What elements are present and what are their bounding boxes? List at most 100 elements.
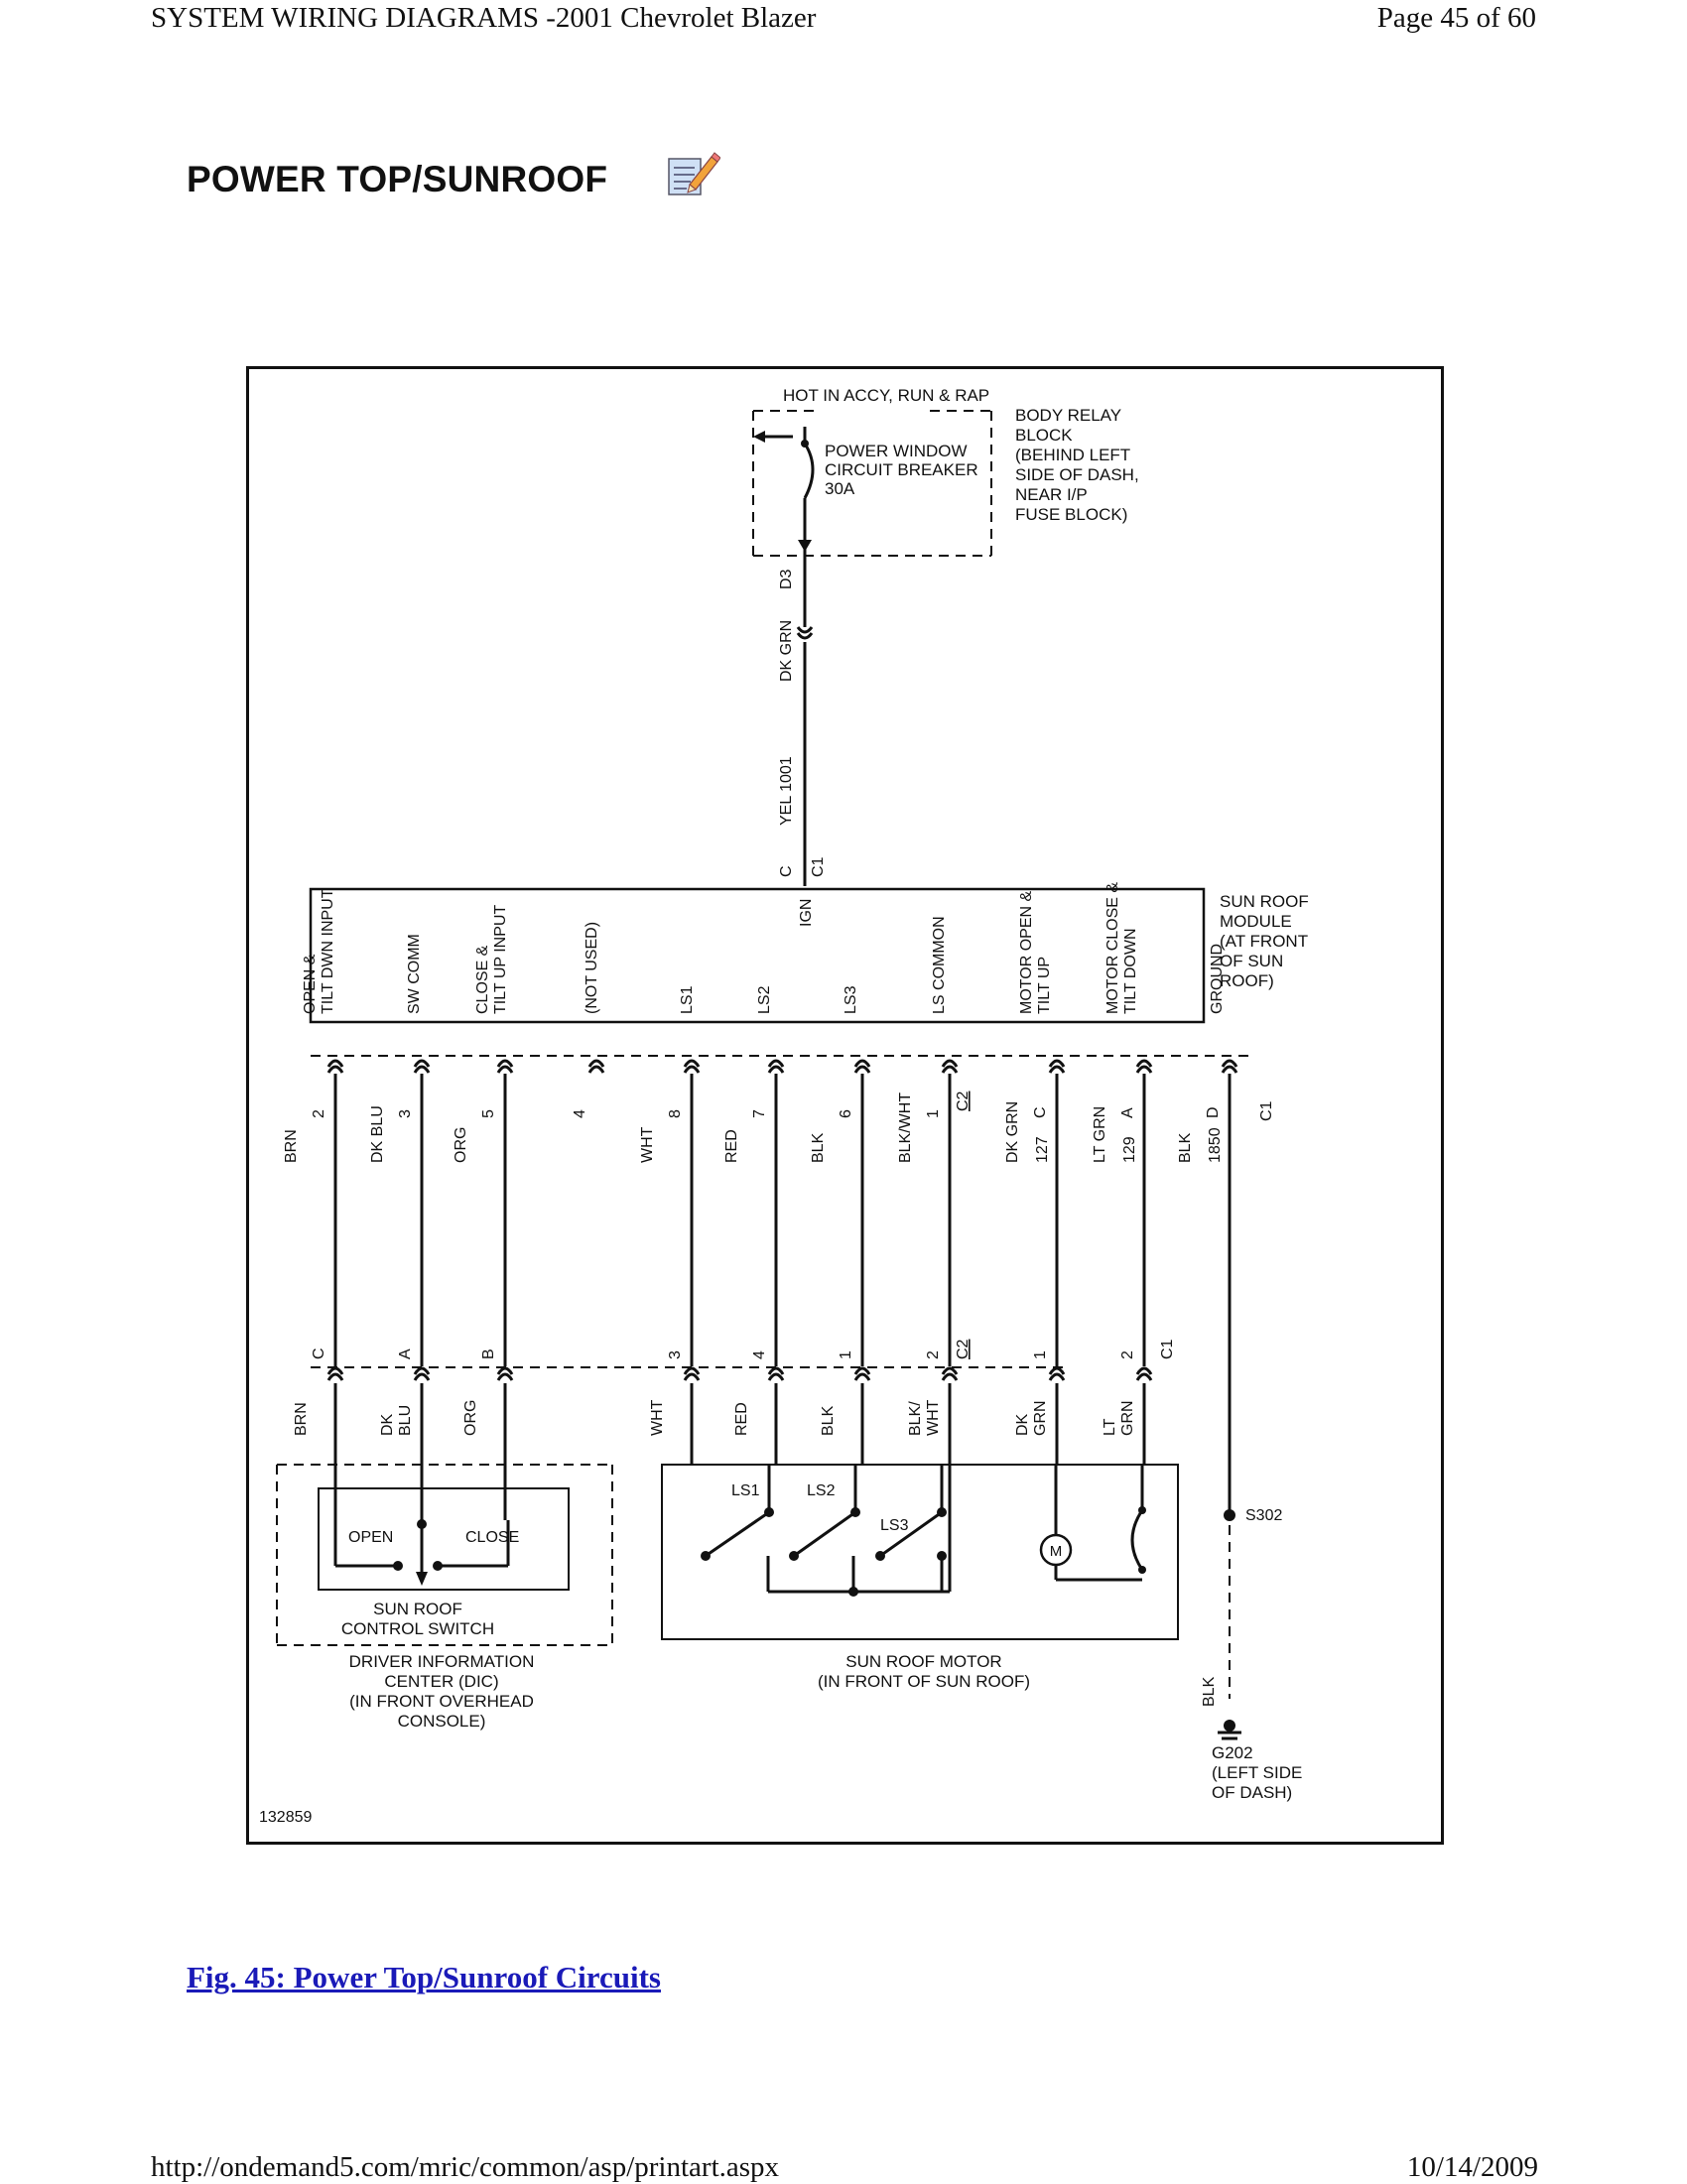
breaker-label: POWER WINDOW xyxy=(825,442,968,460)
module-connector-mark xyxy=(496,1059,514,1068)
end-wire-label: GRN xyxy=(1032,1400,1049,1436)
end-wire-label: LT xyxy=(1102,1418,1118,1436)
breaker-arrow-head xyxy=(753,431,765,443)
ls-blade xyxy=(705,1510,770,1558)
module-connector-mark xyxy=(683,1059,701,1068)
wire-color-label: LT GRN xyxy=(1092,1106,1108,1163)
module-pin-number: 1 xyxy=(925,1109,942,1118)
module-pin-label: SW COMM xyxy=(406,934,423,1014)
far-connector-mark xyxy=(941,1372,959,1381)
relay-block-label: (BEHIND LEFT xyxy=(1015,446,1130,464)
ground-wire-label: BLK xyxy=(1201,1676,1218,1707)
module-pin-label: LS3 xyxy=(843,985,859,1014)
footer-url: http://ondemand5.com/mric/common/asp/pri… xyxy=(151,2151,780,2183)
wire-color-label: WHT xyxy=(639,1126,656,1163)
switch-open-label: OPEN xyxy=(348,1529,393,1546)
note-edit-icon[interactable] xyxy=(663,149,720,198)
module-pin-label: GROUND xyxy=(1209,944,1226,1014)
module-pin-number: 2 xyxy=(311,1109,327,1118)
ls-contact xyxy=(789,1551,799,1561)
breaker-contact xyxy=(801,440,809,448)
module-label: ROOF) xyxy=(1220,971,1274,990)
module-pin-label: TILT UP INPUT xyxy=(492,905,509,1014)
dic-label: DRIVER INFORMATION xyxy=(349,1652,535,1671)
junction-dot xyxy=(433,1561,443,1571)
terminal-label: D3 xyxy=(778,569,795,589)
far-connector-mark xyxy=(326,1372,344,1381)
end-wire-label: ORG xyxy=(462,1400,479,1436)
dic-label: CONSOLE) xyxy=(398,1712,486,1731)
far-connector-mark xyxy=(683,1366,701,1375)
module-label: (AT FRONT xyxy=(1220,932,1308,951)
module-pin-label: LS1 xyxy=(679,985,696,1014)
module-connector-mark xyxy=(587,1065,605,1074)
breaker-label: 30A xyxy=(825,479,855,498)
limit-switch-label: LS3 xyxy=(880,1517,909,1534)
ls-contact xyxy=(701,1551,711,1561)
wire-color-label: BLK/WHT xyxy=(897,1092,914,1163)
ls-contact xyxy=(875,1551,885,1561)
far-connector-mark xyxy=(767,1372,785,1381)
footer-date: 10/14/2009 xyxy=(1406,2151,1538,2183)
far-connector-mark xyxy=(1048,1372,1066,1381)
figure-caption-link[interactable]: Fig. 45: Power Top/Sunroof Circuits xyxy=(187,1960,661,1994)
end-wire-label: BLU xyxy=(397,1405,414,1436)
switch-close-label: CLOSE xyxy=(465,1529,519,1546)
ign-label: IGN xyxy=(798,899,815,927)
far-pin-number: 2 xyxy=(925,1350,942,1359)
module-pin-label: MOTOR OPEN & xyxy=(1018,891,1035,1014)
module-connector-mark xyxy=(853,1059,871,1068)
far-connector-mark xyxy=(496,1366,514,1375)
far-pin-number: 1 xyxy=(838,1350,854,1359)
module-pin-number: 3 xyxy=(397,1109,414,1118)
ls-contact xyxy=(764,1507,774,1517)
module-connector-mark xyxy=(1135,1059,1153,1068)
module-pin-label: CLOSE & xyxy=(474,945,491,1014)
ls-blade xyxy=(793,1510,856,1558)
page-number: Page 45 of 60 xyxy=(1376,2,1536,34)
end-wire-label: RED xyxy=(733,1402,750,1436)
relay-block-label: FUSE BLOCK) xyxy=(1015,505,1127,524)
switch-name-label: SUN ROOF xyxy=(373,1600,462,1618)
sun-roof-motor-box xyxy=(661,1464,1179,1640)
module-connector-mark xyxy=(853,1065,871,1074)
far-pin-number: 4 xyxy=(751,1350,768,1359)
motor-name-label: SUN ROOF MOTOR xyxy=(845,1652,1001,1671)
ground-label: (LEFT SIDE xyxy=(1212,1763,1302,1782)
hot-label: HOT IN ACCY, RUN & RAP xyxy=(783,386,989,405)
far-pin-number: B xyxy=(480,1349,497,1359)
motor-breaker-symbol xyxy=(1130,1509,1144,1571)
module-connector-mark xyxy=(1135,1065,1153,1074)
module-pin-label: MOTOR CLOSE & xyxy=(1104,882,1121,1014)
module-connector-mark xyxy=(326,1059,344,1068)
module-pin-number: D xyxy=(1205,1106,1222,1118)
far-connector-mark xyxy=(496,1372,514,1381)
far-connector-mark xyxy=(1135,1372,1153,1381)
wire-color-label: YEL 1001 xyxy=(778,756,795,826)
splice-dot xyxy=(1224,1509,1235,1521)
module-connector-mark xyxy=(1048,1065,1066,1074)
module-pin-number: C xyxy=(1032,1106,1049,1118)
dic-label: (IN FRONT OVERHEAD xyxy=(349,1692,534,1711)
wire-color-label: BRN xyxy=(283,1129,300,1163)
far-pin-number: 1 xyxy=(1032,1350,1049,1359)
module-pin-label: (NOT USED) xyxy=(584,922,600,1014)
module-connector-mark xyxy=(941,1059,959,1068)
module-label: MODULE xyxy=(1220,912,1292,931)
module-connector-mark xyxy=(587,1059,605,1068)
far-connector-mark xyxy=(1135,1366,1153,1375)
module-pin-label: TILT DOWN xyxy=(1122,928,1139,1014)
end-wire-label: DK xyxy=(379,1413,396,1436)
arrow-marker xyxy=(798,540,812,552)
module-connector-mark xyxy=(1048,1059,1066,1068)
ls-contact xyxy=(937,1507,947,1517)
motor-name-label: (IN FRONT OF SUN ROOF) xyxy=(818,1672,1030,1691)
module-connector-mark xyxy=(767,1065,785,1074)
end-wire-label: BRN xyxy=(293,1402,310,1436)
relay-block-label: NEAR I/P xyxy=(1015,485,1088,504)
far-connector-mark xyxy=(853,1372,871,1381)
far-connector-mark xyxy=(683,1372,701,1381)
connector-label: C1 xyxy=(810,856,827,877)
module-label: SUN ROOF xyxy=(1220,892,1309,911)
module-connector-mark xyxy=(326,1065,344,1074)
